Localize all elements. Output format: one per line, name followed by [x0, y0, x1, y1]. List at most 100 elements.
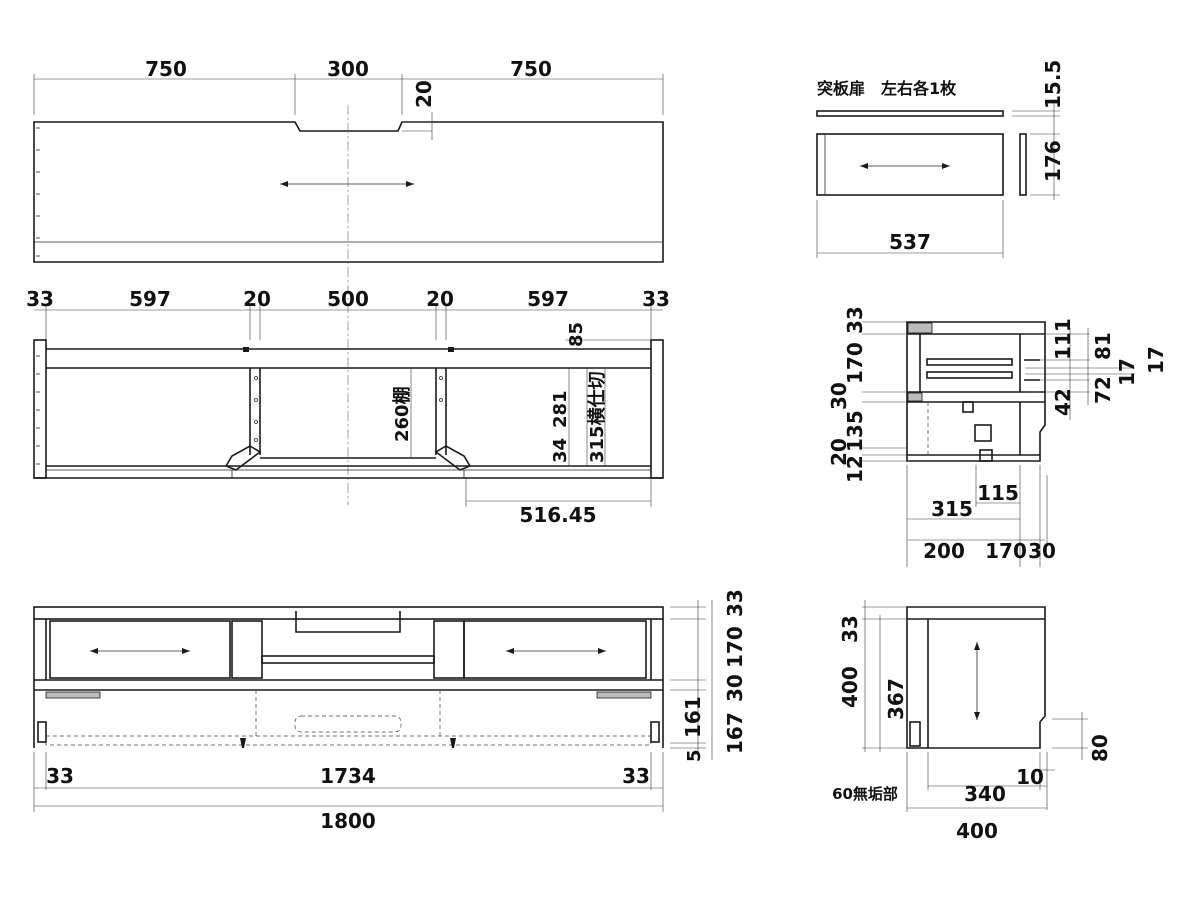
shelf-pins — [254, 376, 443, 442]
sec-81: 81 — [1091, 332, 1115, 360]
dim-170-right: 170 — [723, 626, 747, 668]
drawer-rail-bottom — [926, 371, 1013, 379]
dim-33-a: 33 — [26, 287, 54, 311]
side-view: 33 400 367 80 10 60無垢部 340 400 — [832, 600, 1112, 843]
dim-20-b: 20 — [426, 287, 454, 311]
bracket-block — [962, 401, 974, 413]
drawer-right — [463, 620, 647, 679]
dim-161: 161 — [681, 696, 705, 738]
hinge-left — [243, 347, 249, 352]
center-frame-right — [433, 620, 465, 679]
door-edge — [816, 110, 1004, 117]
side-bottom-dims — [906, 752, 1047, 812]
side-367: 367 — [884, 678, 908, 720]
edge-ticks-2 — [36, 355, 40, 465]
left-side-panel — [33, 339, 47, 479]
section-view: 33 170 30 135 20 12 111 81 72 42 17 17 — [827, 306, 1168, 567]
side-foot — [909, 721, 921, 747]
dim-176: 176 — [1041, 140, 1065, 182]
front-open-view: 33 597 20 500 20 597 33 85 260棚 — [26, 287, 670, 527]
sec-30: 30 — [827, 382, 851, 410]
sec-20: 20 — [827, 438, 851, 466]
bracket-right — [596, 691, 652, 699]
drawer-left — [49, 620, 231, 679]
side-400b: 400 — [956, 819, 998, 843]
center-notch — [295, 611, 401, 633]
door-view: 突板扉 左右各1枚 15.5 176 537 — [816, 60, 1065, 258]
sec-200: 200 — [923, 539, 965, 563]
sec-17a: 17 — [1115, 358, 1139, 386]
front-view: 33 170 30 161 167 5 33 1734 33 1800 — [33, 589, 747, 833]
dim-33-bl: 33 — [46, 764, 74, 788]
dim-750-left: 750 — [145, 57, 187, 81]
dim-5: 5 — [684, 749, 705, 762]
dim-85: 85 — [566, 322, 587, 347]
dim-597-a: 597 — [129, 287, 171, 311]
side-400: 400 — [838, 666, 862, 708]
section-bottom-dims — [906, 465, 1048, 567]
right-side-panel — [650, 339, 664, 479]
top-view: 750 300 750 20 — [33, 57, 664, 505]
sec-111: 111 — [1051, 318, 1075, 360]
dim-516-45: 516.45 — [519, 503, 596, 527]
dim-167: 167 — [723, 712, 747, 754]
front-view-right-dims — [670, 600, 713, 760]
dim-300: 300 — [327, 57, 369, 81]
sec-42: 42 — [1051, 388, 1075, 416]
dim-500: 500 — [327, 287, 369, 311]
dim-notch-20: 20 — [412, 80, 436, 108]
sec-315: 315 — [931, 497, 973, 521]
section-hatch-top — [907, 322, 933, 334]
sec-115: 115 — [977, 481, 1019, 505]
door-note: 突板扉 左右各1枚 — [817, 79, 957, 98]
brace-right — [434, 445, 472, 471]
dim-597-b: 597 — [527, 287, 569, 311]
section-right-dims — [1025, 328, 1135, 420]
dim-30-right: 30 — [723, 674, 747, 702]
hidden-base — [45, 735, 652, 746]
adjuster-foot — [979, 449, 993, 462]
section-hatch-mid — [907, 392, 923, 402]
sec-170b: 170 — [985, 539, 1027, 563]
drawer-rail-top — [926, 358, 1013, 366]
sec-170: 170 — [843, 342, 867, 384]
dim-260-shelf: 260棚 — [391, 386, 413, 442]
sec-17b: 17 — [1144, 346, 1168, 374]
section-left-dims — [862, 321, 907, 462]
foot-right — [650, 721, 660, 743]
door-dims — [816, 100, 1060, 258]
side-80: 80 — [1088, 734, 1112, 762]
dim-1800: 1800 — [320, 809, 376, 833]
hinge-block — [974, 424, 992, 442]
sec-72: 72 — [1091, 376, 1115, 404]
side-arrow-heads — [974, 642, 980, 720]
sec-30b: 30 — [1028, 539, 1056, 563]
center-frame-left — [231, 620, 263, 679]
adjuster-left — [240, 738, 246, 748]
side-340: 340 — [964, 782, 1006, 806]
door-face — [816, 133, 1004, 196]
dim-315-partition: 315横仕切 — [586, 371, 608, 463]
dim-33-b: 33 — [642, 287, 670, 311]
sec-12: 12 — [843, 455, 867, 483]
side-right-dims — [1035, 712, 1088, 810]
center-shelf — [261, 655, 435, 664]
top-board — [33, 606, 664, 620]
bracket-left — [45, 691, 101, 699]
dim-15-5: 15.5 — [1041, 60, 1065, 109]
dim-750-right: 750 — [510, 57, 552, 81]
door-side — [1019, 133, 1027, 196]
sec-135: 135 — [843, 410, 867, 452]
side-33: 33 — [838, 615, 862, 643]
dim-33-right: 33 — [723, 589, 747, 617]
dim-281: 281 — [550, 390, 571, 428]
top-panel — [33, 121, 664, 263]
dim-20-a: 20 — [243, 287, 271, 311]
side-10: 10 — [1016, 765, 1044, 789]
foot-left — [37, 721, 47, 743]
brace-left — [224, 445, 262, 471]
dim-34: 34 — [550, 438, 571, 463]
front-open-ext-lines — [45, 304, 652, 340]
side-60-solid: 60無垢部 — [832, 785, 898, 803]
